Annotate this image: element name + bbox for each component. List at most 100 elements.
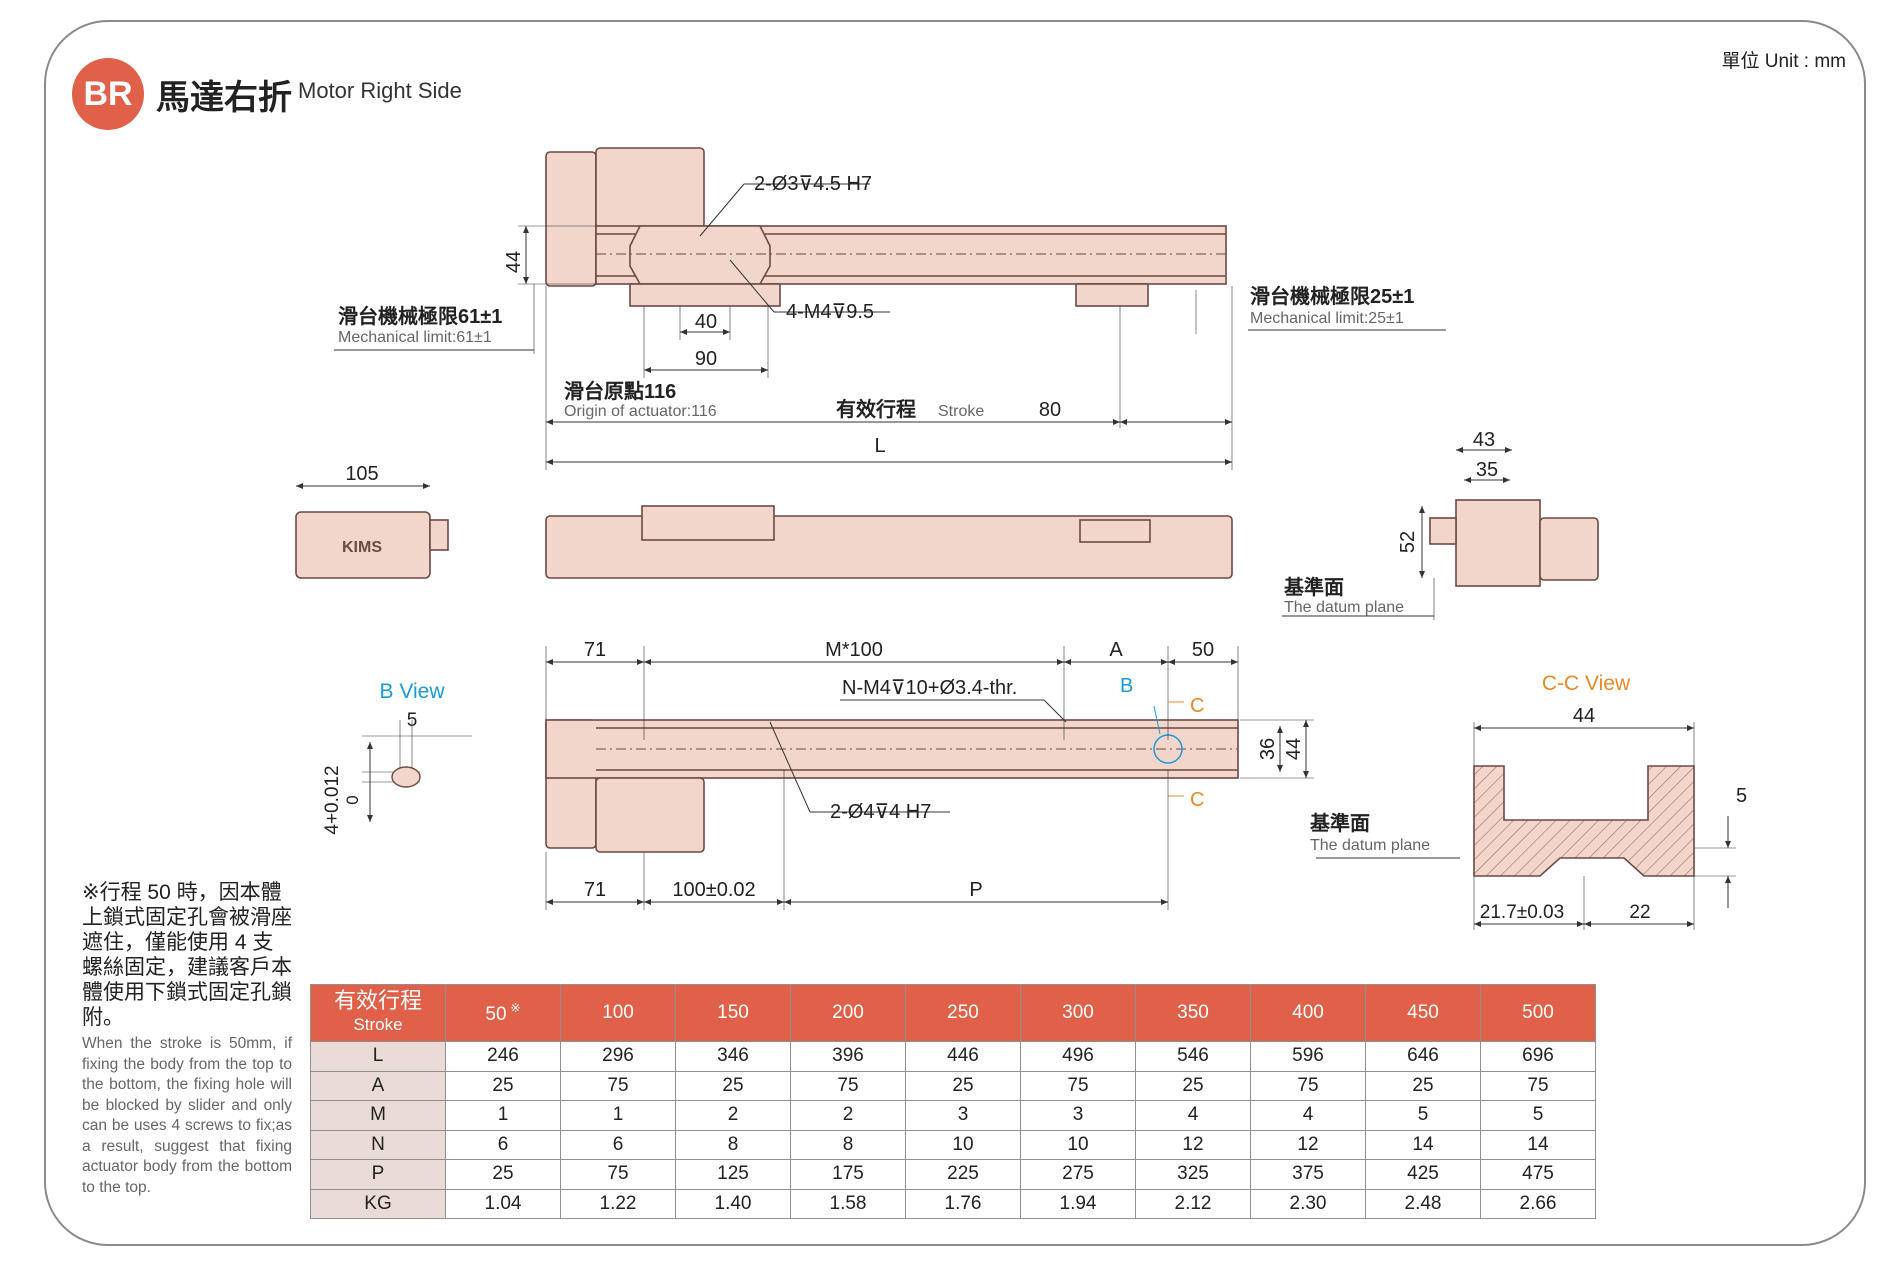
motor-flange [595, 147, 705, 229]
table-cell: 6 [445, 1129, 561, 1160]
cc-section [1473, 765, 1695, 877]
bottom-view [545, 719, 1239, 853]
cc-datum-en: The datum plane [1310, 837, 1430, 854]
stroke-col: 300 [1020, 984, 1136, 1042]
table-cell: 1.76 [905, 1188, 1021, 1219]
spec-header-en: Stroke [353, 1015, 403, 1034]
motor-body [545, 151, 597, 287]
top-d40-label: 40 [695, 311, 717, 333]
bottom-d44-label: 44 [1283, 738, 1305, 760]
top-d90-label: 90 [695, 348, 717, 370]
table-cell: 596 [1250, 1041, 1366, 1072]
table-cell: 12 [1135, 1129, 1251, 1160]
end-view-block [1455, 499, 1541, 587]
b-view-slot [391, 766, 421, 788]
bottom-d100-label: 100±0.02 [672, 879, 755, 901]
table-cell: 2 [790, 1100, 906, 1131]
stroke-en: Stroke [938, 403, 984, 420]
stroke-note-zh: ※行程 50 時，因本體上鎖式固定孔會被滑座遮住，僅能使用 4 支螺絲固定，建議… [82, 881, 292, 1029]
top-height-label: 44 [503, 251, 525, 273]
table-cell: 75 [1020, 1070, 1136, 1101]
b-view-tolerance: 4+0.012 [322, 765, 343, 834]
table-cell: 2.12 [1135, 1188, 1251, 1219]
table-cell: 1.04 [445, 1188, 561, 1219]
table-cell: 4 [1250, 1100, 1366, 1131]
b-view-tolerance-lower: 0 [343, 795, 362, 804]
table-cell: 225 [905, 1159, 1021, 1190]
table-cell: 246 [445, 1041, 561, 1072]
cc-d5-label: 5 [1736, 785, 1747, 807]
table-cell: 6 [560, 1129, 676, 1160]
footnote-mark: ※ [510, 1000, 521, 1015]
mech-limit-right-en: Mechanical limit:25±1 [1250, 310, 1404, 327]
table-cell: 2.30 [1250, 1188, 1366, 1219]
table-cell: 446 [905, 1041, 1021, 1072]
table-cell: 75 [1480, 1070, 1596, 1101]
bottom-d71-top-label: 71 [584, 639, 606, 661]
bottom-a-label: A [1109, 639, 1123, 661]
side-datum-en: The datum plane [1284, 599, 1404, 616]
spec-table: 有效行程 Stroke 50※ 100 150 200 250 300 350 … [310, 984, 1596, 1219]
c-marker-bottom: C [1190, 789, 1204, 811]
slider [629, 225, 771, 285]
spec-header-zh: 有效行程 [333, 988, 422, 1013]
bottom-motor [595, 777, 705, 853]
table-cell: 496 [1020, 1041, 1136, 1072]
end-w43-label: 43 [1473, 429, 1495, 451]
stroke-note-en: When the stroke is 50mm, if fixing the b… [82, 1035, 292, 1196]
b-view-title: B View [380, 680, 446, 703]
unit-label: 單位 Unit : mm [1721, 51, 1846, 72]
table-cell: 8 [675, 1129, 791, 1160]
table-cell: 75 [1250, 1070, 1366, 1101]
table-cell: 1.40 [675, 1188, 791, 1219]
table-cell: 325 [1135, 1159, 1251, 1190]
side-view [295, 499, 1599, 587]
table-cell: 10 [905, 1129, 1021, 1160]
end-h52-label: 52 [1397, 531, 1419, 553]
table-cell: 75 [790, 1070, 906, 1101]
origin-zh: 滑台原點116 [564, 379, 676, 403]
spec-header-label: 有效行程 Stroke [310, 984, 446, 1042]
top-length-label: L [874, 435, 885, 457]
b-view-d5: 5 [407, 710, 418, 731]
b-view: B View 5 4+0.012 0 [322, 680, 472, 835]
row-label: A [310, 1070, 446, 1101]
table-cell: 546 [1135, 1041, 1251, 1072]
table-cell: 375 [1250, 1159, 1366, 1190]
stroke-col: 150 [675, 984, 791, 1042]
bottom-p-label: P [969, 879, 982, 901]
page-title-zh: 馬達右折 [156, 79, 292, 117]
side-slider [641, 505, 775, 541]
stroke-col: 200 [790, 984, 906, 1042]
table-cell: 125 [675, 1159, 791, 1190]
table-cell: 14 [1480, 1129, 1596, 1160]
mech-limit-left-zh: 滑台機械極限61±1 [338, 304, 502, 328]
top-view [545, 147, 1227, 307]
table-cell: 475 [1480, 1159, 1596, 1190]
row-label: KG [310, 1188, 446, 1219]
table-cell: 1.58 [790, 1188, 906, 1219]
stroke-zh: 有效行程 [836, 397, 916, 421]
stroke-col: 100 [560, 984, 676, 1042]
row-label: L [310, 1041, 446, 1072]
page-title-en: Motor Right Side [298, 78, 462, 103]
brand-logo: KIMS [342, 539, 382, 556]
table-cell: 25 [445, 1159, 561, 1190]
cc-view-title: C-C View [1542, 672, 1631, 695]
table-cell: 25 [1135, 1070, 1251, 1101]
cc-d22-label: 22 [1629, 902, 1650, 923]
table-cell: 396 [790, 1041, 906, 1072]
table-cell: 14 [1365, 1129, 1481, 1160]
table-cell: 1 [445, 1100, 561, 1131]
table-cell: 1.22 [560, 1188, 676, 1219]
top-hole-a-label: 2-Ø3⊽4.5 H7 [754, 173, 872, 195]
end-clamp [1075, 283, 1149, 307]
bottom-d50-label: 50 [1192, 639, 1214, 661]
bottom-d71-bottom-label: 71 [584, 879, 606, 901]
origin-en: Origin of actuator:116 [564, 403, 717, 420]
table-cell: 275 [1020, 1159, 1136, 1190]
